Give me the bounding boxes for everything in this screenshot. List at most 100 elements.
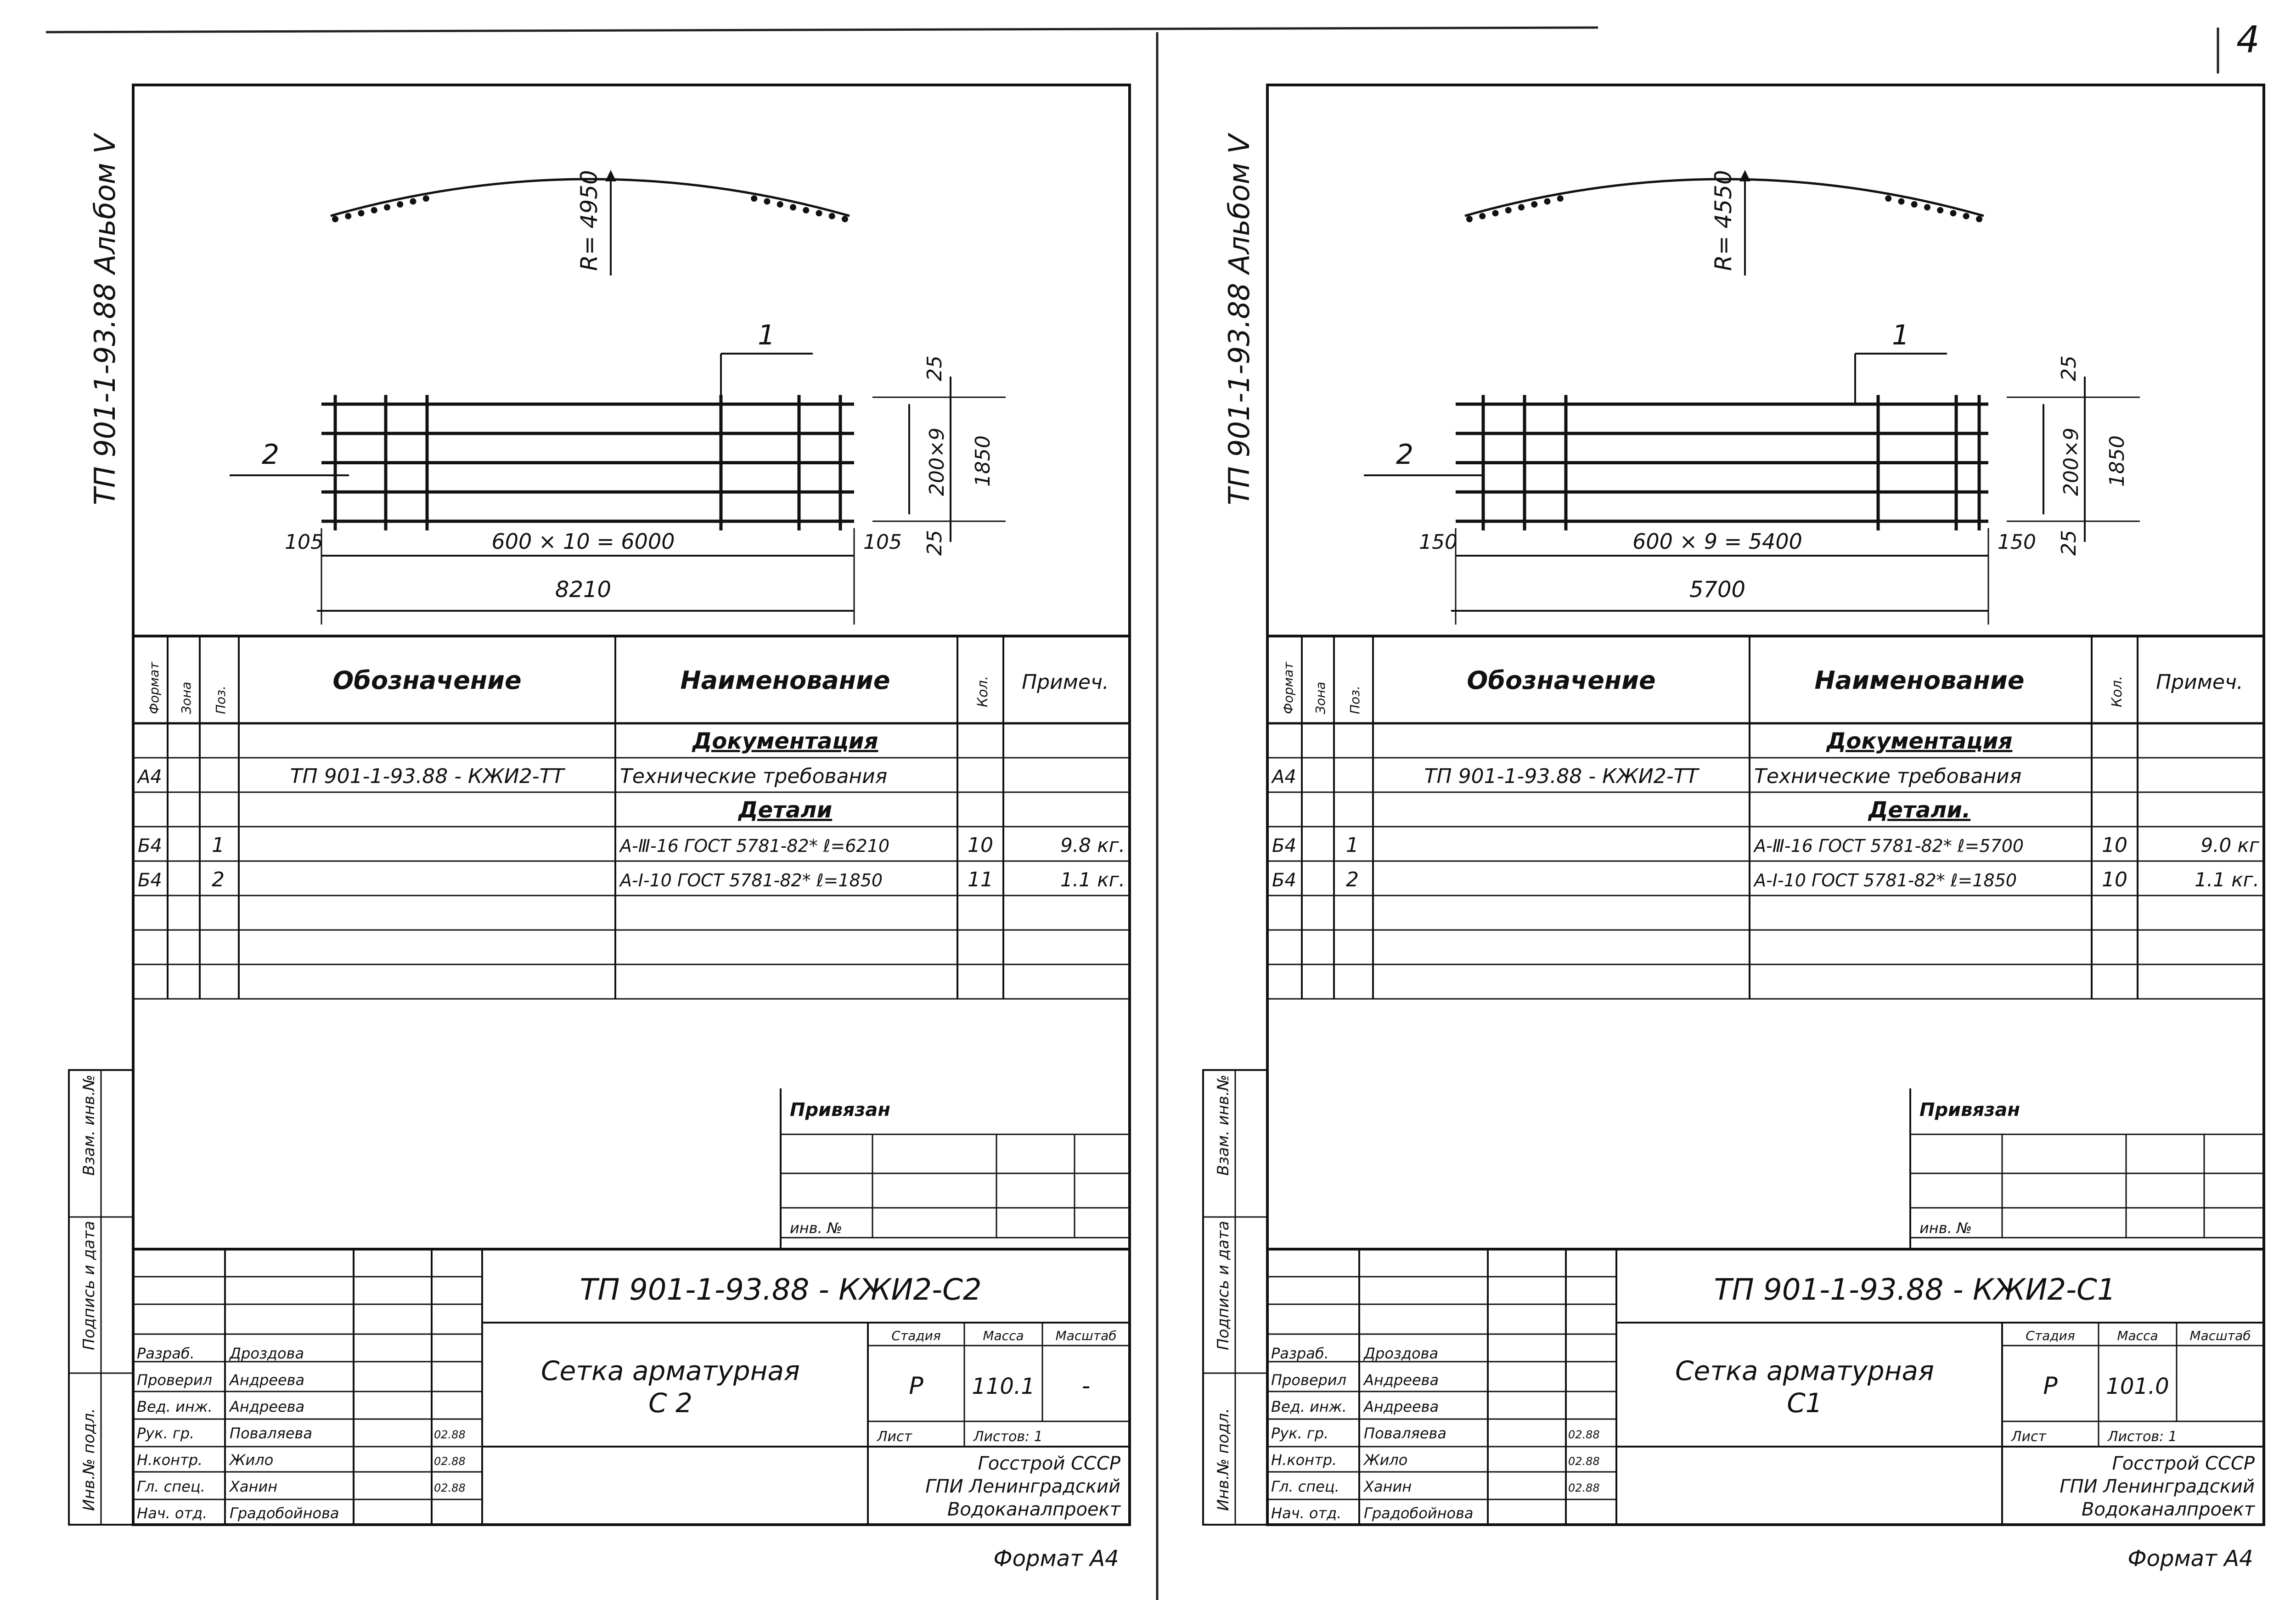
dim-total-label: 5700 — [1689, 577, 1745, 603]
signatory-role: Разраб. — [137, 1345, 195, 1362]
rebar-dot — [332, 216, 338, 222]
signatory-role: Нач. отд. — [1271, 1504, 1341, 1522]
row-format: А4 — [136, 766, 162, 788]
scale-value: - — [1082, 1372, 1091, 1400]
mass-value: 110.1 — [972, 1374, 1035, 1399]
privyazan-label: Привязан — [1919, 1099, 2020, 1121]
rebar-dot — [1479, 213, 1486, 220]
radius-label: R= 4950 — [576, 170, 602, 271]
rebar-dot — [1531, 201, 1538, 208]
rebar-dot — [1898, 198, 1905, 205]
signatory-name: Дроздова — [229, 1345, 304, 1362]
drawing-title-line2: С1 — [1787, 1387, 1822, 1419]
rebar-dot — [1466, 216, 1473, 222]
drawing-title-line2: С 2 — [648, 1387, 692, 1419]
row-format: Б4 — [1272, 870, 1296, 891]
radius-label: R= 4550 — [1710, 170, 1737, 271]
header-name: Наименование — [680, 666, 890, 695]
row-name: А-Ⅲ-16 ГОСТ 5781-82* ℓ=6210 — [619, 836, 889, 856]
mesh-arc — [330, 178, 850, 217]
rebar-dot — [345, 213, 352, 220]
signatory-name: Ханин — [229, 1478, 277, 1495]
rebar-dot — [1924, 204, 1930, 211]
section-documentation: Документация — [692, 728, 878, 754]
row-name: Технические требования — [620, 765, 887, 788]
rebar-dot — [777, 201, 783, 208]
sheets-count: Листов: 1 — [973, 1429, 1043, 1445]
signatory-name: Дроздова — [1363, 1345, 1438, 1362]
header-designation: Обозначение — [1467, 666, 1655, 695]
pos2-label: 2 — [262, 439, 279, 471]
row-pos: 1 — [212, 834, 225, 857]
mesh-arc — [1464, 178, 1984, 217]
rebar-dot — [1950, 210, 1957, 217]
margin-label-vzam: Взам. инв.№ — [80, 1075, 98, 1176]
rebar-dot — [842, 216, 848, 222]
row-name: А-Ⅲ-16 ГОСТ 5781-82* ℓ=5700 — [1753, 836, 2024, 856]
organization-line: Водоканалпроект — [2082, 1499, 2256, 1520]
signatory-role: Проверил — [1271, 1371, 1346, 1389]
pos2-label: 2 — [1396, 439, 1413, 471]
drawing-title-line1: Сетка арматурная — [1675, 1355, 1934, 1386]
rebar-dot — [1976, 216, 1982, 222]
dim-total-label: 8210 — [555, 577, 611, 603]
dim-right-label: 150 — [1998, 530, 2036, 554]
row-note: 1.1 кг. — [1060, 868, 1125, 891]
organization-line: ГПИ Ленинградский — [925, 1476, 1120, 1497]
header-pos: Поз. — [1347, 686, 1362, 714]
row-note: 9.0 кг — [2200, 834, 2260, 856]
margin-label-vzam: Взам. инв.№ — [1214, 1075, 1232, 1176]
dim-bottom-label: 25 — [2057, 530, 2081, 556]
row-name: А-Ⅰ-10 ГОСТ 5781-82* ℓ=1850 — [1753, 870, 2017, 890]
signatory-name: Жило — [1363, 1451, 1407, 1469]
dim-top-label: 25 — [923, 355, 946, 381]
dim-top-label: 25 — [2057, 355, 2081, 381]
signatory-date: 02.88 — [434, 1482, 466, 1494]
margin-label-podpis: Подпись и дата — [80, 1221, 98, 1350]
row-note: 9.8 кг. — [1060, 834, 1125, 856]
signatory-role: Рук. гр. — [1271, 1425, 1328, 1442]
signatory-role: Вед. инж. — [1271, 1398, 1347, 1415]
signatory-name: Андреева — [1363, 1371, 1439, 1389]
row-qty: 11 — [968, 868, 993, 891]
header-format: Формат — [146, 662, 162, 714]
stage-header: Стадия — [891, 1328, 940, 1343]
privyazan-label: Привязан — [790, 1099, 890, 1121]
header-qty: Кол. — [2109, 676, 2125, 707]
margin-label-podpis: Подпись и дата — [1214, 1221, 1232, 1350]
section-parts: Детали — [737, 797, 832, 823]
signatory-name: Ханин — [1363, 1478, 1412, 1495]
stage-header: Стадия — [2026, 1328, 2075, 1343]
scale-header: Масштаб — [2189, 1328, 2251, 1343]
dim-height-label: 1850 — [971, 435, 995, 487]
row-name: Технические требования — [1754, 765, 2021, 788]
scale-header: Масштаб — [1055, 1328, 1116, 1343]
signatory-date: 02.88 — [1568, 1482, 1600, 1494]
header-zone: Зона — [179, 682, 194, 714]
rebar-dot — [1885, 195, 1892, 202]
dim-right-label: 105 — [863, 530, 902, 554]
signatory-role: Проверил — [137, 1371, 212, 1389]
row-pos: 2 — [212, 868, 225, 891]
dim-inner-label: 600 × 9 = 5400 — [1632, 529, 1802, 554]
header-note: Примеч. — [1022, 670, 1109, 694]
signatory-role: Вед. инж. — [137, 1398, 213, 1415]
pos1-label: 1 — [1892, 319, 1909, 351]
row-designation: ТП 901-1-93.88 - КЖИ2-ТТ — [1424, 765, 1700, 788]
row-qty: 10 — [2102, 834, 2127, 857]
organization-line: Водоканалпроект — [947, 1499, 1121, 1520]
row-qty: 10 — [2102, 868, 2127, 891]
dim-bottom-label: 25 — [923, 530, 946, 556]
signatory-date: 02.88 — [1568, 1428, 1600, 1441]
signatory-name: Андреева — [229, 1398, 304, 1415]
header-designation: Обозначение — [332, 666, 521, 695]
rebar-dot — [764, 198, 771, 205]
rebar-dot — [790, 204, 796, 211]
rebar-dot — [384, 204, 390, 211]
row-format: Б4 — [1272, 835, 1296, 856]
